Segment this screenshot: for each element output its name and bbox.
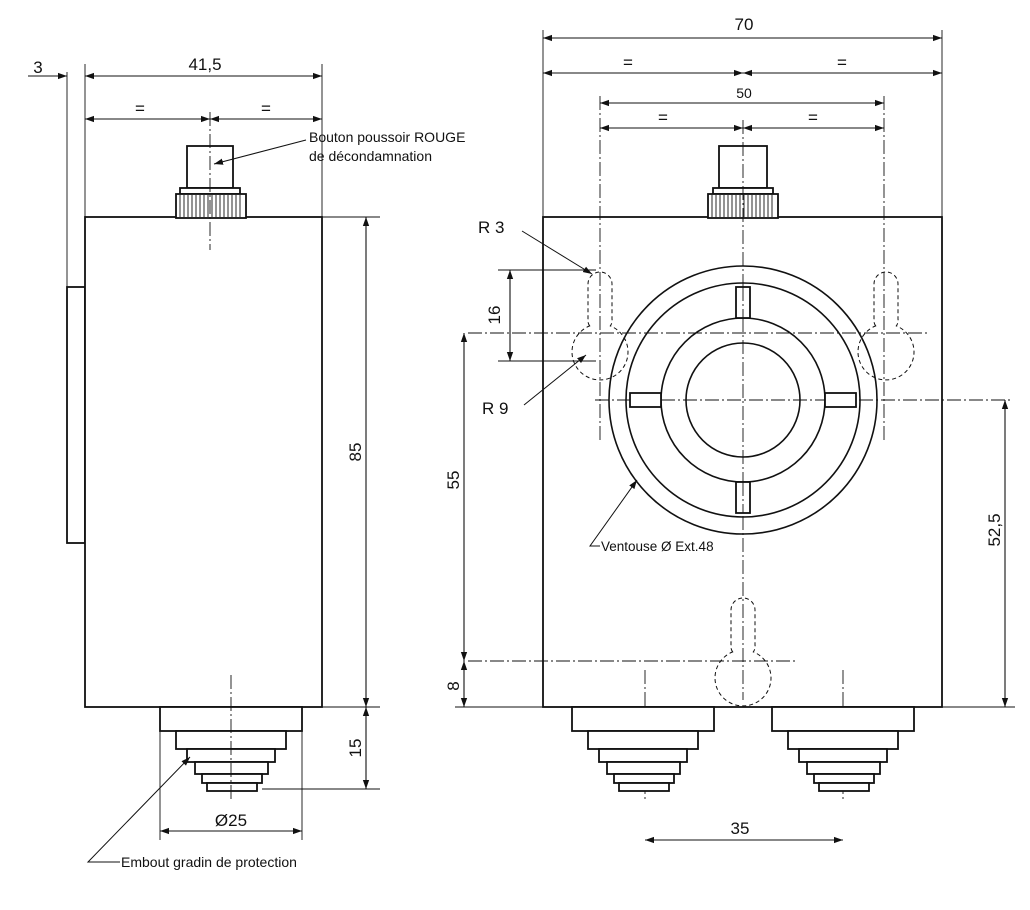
keyhole-slot-left <box>571 271 629 381</box>
suction-cup-label: Ventouse Ø Ext.48 <box>601 539 714 554</box>
dim-3-label: 3 <box>33 58 42 77</box>
end-cap-front-right <box>771 706 915 792</box>
keyhole-slot-bottom <box>714 597 772 707</box>
side-view: 3 41,5 = = Bouton poussoir ROUGE de déco… <box>28 55 465 870</box>
radius-3-label: R 3 <box>478 218 504 237</box>
back-plate <box>66 286 86 544</box>
dim-equal-label: = <box>808 108 818 127</box>
suction-cup <box>608 265 878 535</box>
dim-equal-label: = <box>837 53 847 72</box>
dim-50-label: 50 <box>736 85 752 101</box>
end-cap-front-left <box>571 706 715 792</box>
dim-15-label: 15 <box>346 739 365 758</box>
push-button-side <box>175 145 247 219</box>
dim-equal-label: = <box>135 99 145 118</box>
dim-41-5-label: 41,5 <box>188 55 221 74</box>
dim-35-label: 35 <box>731 819 750 838</box>
end-cap-label: Embout gradin de protection <box>121 854 297 870</box>
radius-9-label: R 9 <box>482 399 508 418</box>
dim-70-label: 70 <box>735 15 754 34</box>
front-view: 70 = = 50 = = R 3 R 9 16 55 8 <box>444 15 1015 844</box>
dim-52-5-label: 52,5 <box>985 513 1004 546</box>
keyhole-slot-right <box>857 271 915 381</box>
dim-equal-label: = <box>623 53 633 72</box>
dim-equal-label: = <box>658 108 668 127</box>
dim-85-label: 85 <box>346 443 365 462</box>
button-label-line2: de décondamnation <box>309 148 432 164</box>
dim-16-label: 16 <box>485 306 504 325</box>
dim-55-label: 55 <box>444 471 463 490</box>
dim-equal-label: = <box>261 99 271 118</box>
side-body <box>84 216 323 708</box>
dim-d25-label: Ø25 <box>215 811 247 830</box>
button-label-line1: Bouton poussoir ROUGE <box>309 129 465 145</box>
dim-8-label: 8 <box>444 681 463 690</box>
